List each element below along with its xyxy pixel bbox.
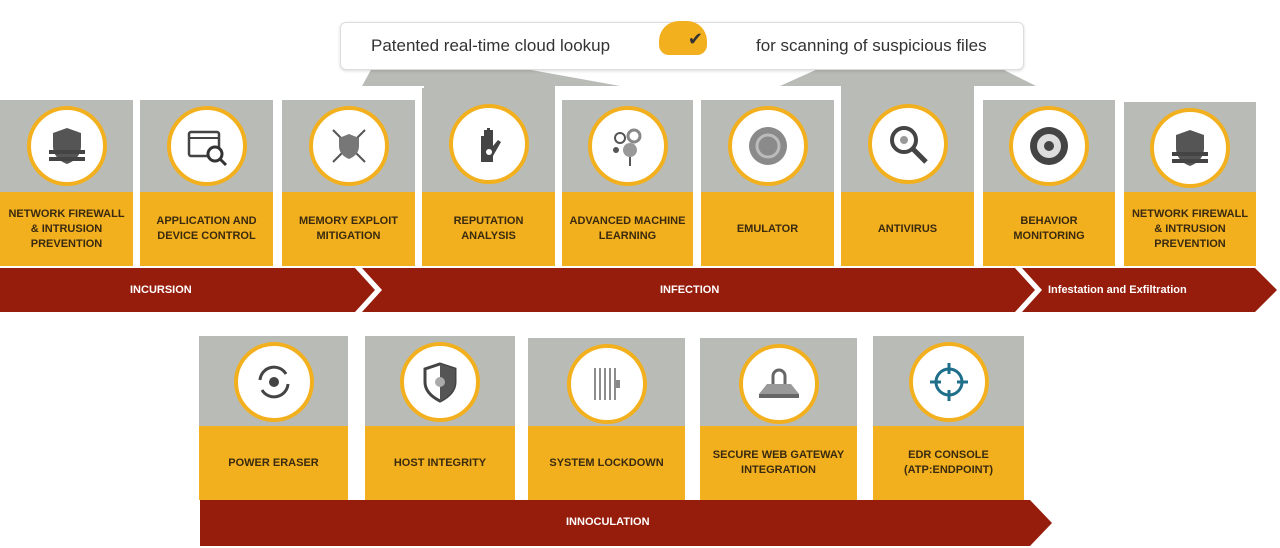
shield-icon xyxy=(400,342,480,422)
band-infection xyxy=(362,268,1035,312)
cloud-check-icon: ✔ xyxy=(659,21,707,55)
magnifier-bug-icon xyxy=(867,104,948,184)
tile-system-lockdown: System Lockdown xyxy=(528,338,685,500)
cloud-lookup-callout: Patented real-time cloud lookup ✔ for sc… xyxy=(340,21,1024,70)
phase-incursion-label: Incursion xyxy=(130,284,192,296)
tile-memory-exploit-mitigation: Memory Exploit Mitigation xyxy=(282,100,415,266)
tile-network-firewall-2: Network Firewall & Intrusion Prevention xyxy=(1124,102,1256,266)
connector-right xyxy=(780,68,1036,86)
connector-left xyxy=(362,68,620,86)
gateway-lock-icon xyxy=(738,344,819,424)
tile-secure-web-gateway: Secure Web Gateway Integration xyxy=(700,338,857,500)
tile-emulator: Emulator xyxy=(701,100,834,266)
refresh-virus-icon xyxy=(233,342,314,422)
tile-power-eraser: Power Eraser xyxy=(199,336,348,500)
tile-network-firewall: Network Firewall & Intrusion Prevention xyxy=(0,100,133,266)
band-innoculation xyxy=(200,500,1052,546)
tile-antivirus: Antivirus xyxy=(841,88,974,266)
bars-lock-icon xyxy=(566,344,647,424)
tile-edr-console: EDR Console (ATP:Endpoint) xyxy=(873,336,1024,500)
phase-infestation-label: Infestation and Exfiltration xyxy=(1048,284,1187,296)
tile-host-integrity: Host Integrity xyxy=(365,336,515,500)
tile-behavior-monitoring: Behavior Monitoring xyxy=(983,100,1115,266)
innoculation-arrow xyxy=(200,500,1052,546)
band-infestation xyxy=(1022,268,1277,312)
phase-infection-label: Infection xyxy=(660,284,720,296)
firewall-shield-icon xyxy=(26,106,107,186)
callout-right-text: for scanning of suspicious files xyxy=(756,36,987,55)
brain-gears-icon xyxy=(587,106,668,186)
phase-innoculation-label: Innoculation xyxy=(566,516,650,528)
firewall-shield-icon xyxy=(1150,108,1230,188)
tile-application-device-control: Application and Device Control xyxy=(140,100,273,266)
band-incursion xyxy=(0,268,375,312)
app-search-icon xyxy=(166,106,247,186)
tile-advanced-machine-learning: Advanced Machine Learning xyxy=(562,100,693,266)
emulator-disc-icon xyxy=(727,106,808,186)
callout-left-text: Patented real-time cloud lookup xyxy=(371,36,611,55)
crosshair-icon xyxy=(908,342,989,422)
tile-reputation-analysis: Reputation Analysis xyxy=(422,88,555,266)
shield-arrows-icon xyxy=(308,106,389,186)
hand-icon xyxy=(448,104,529,184)
radar-icon xyxy=(1009,106,1089,186)
phase-arrows xyxy=(0,268,1277,312)
